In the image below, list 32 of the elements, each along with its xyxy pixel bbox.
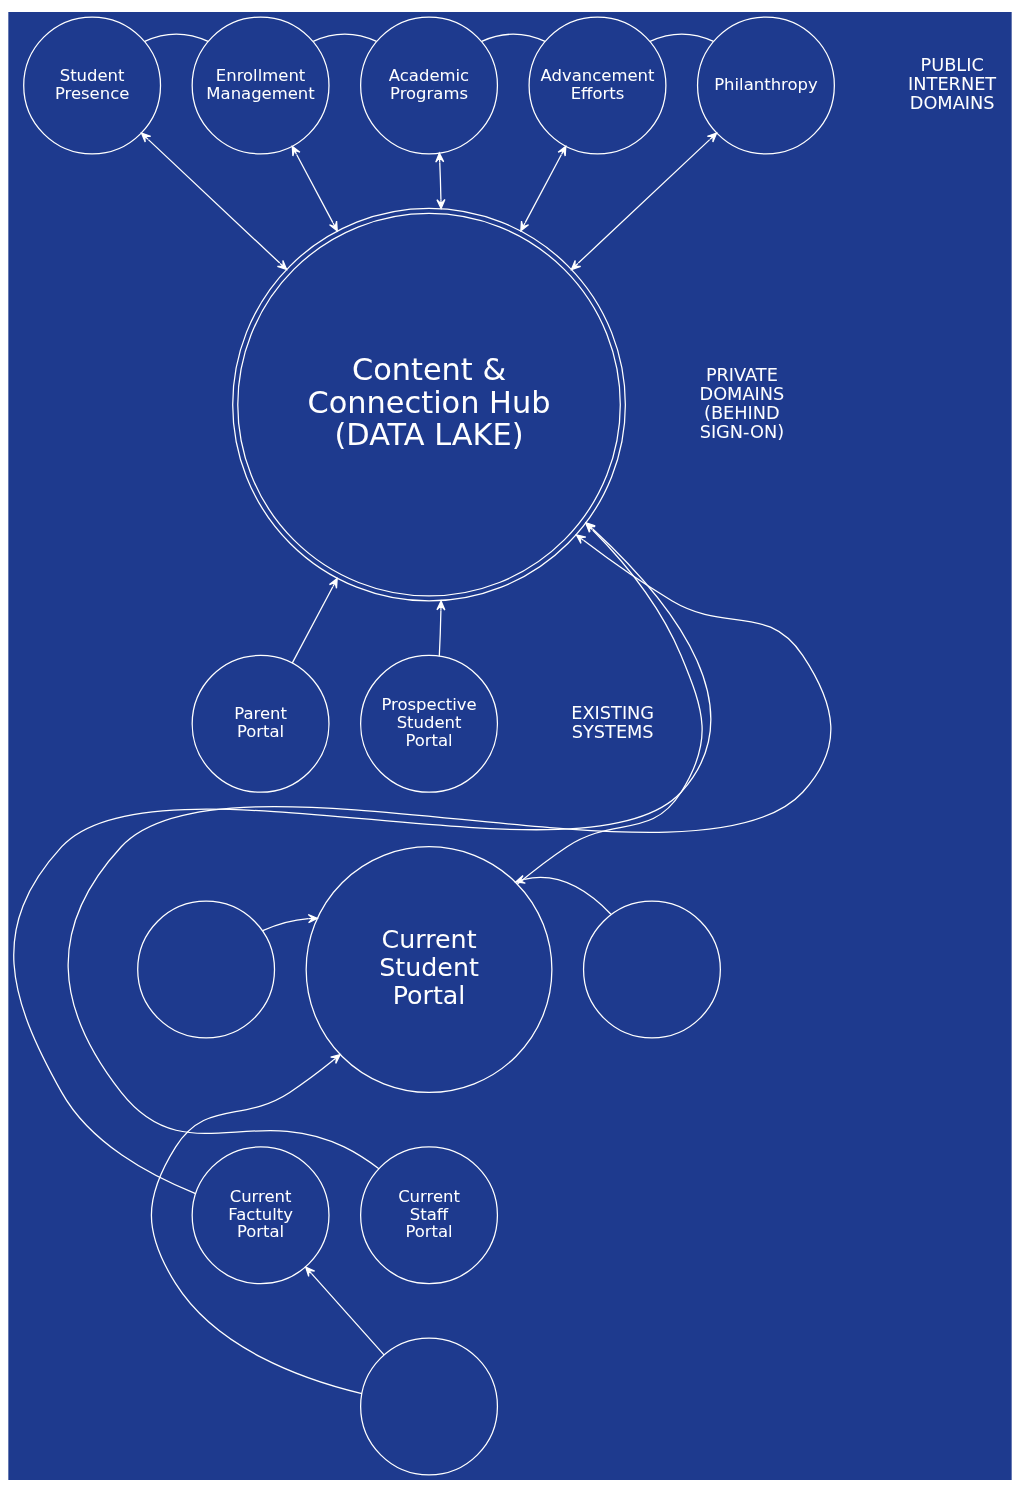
connector bbox=[481, 33, 546, 43]
node-circle: Content & Connection Hub (DATA LAKE) bbox=[232, 207, 626, 602]
arrow bbox=[515, 874, 612, 915]
label: PRIVATE DOMAINS (BEHIND SIGN-ON) bbox=[699, 364, 785, 442]
node-circle bbox=[137, 900, 276, 1039]
arrow bbox=[435, 152, 446, 210]
label: PUBLIC INTERNET DOMAINS bbox=[908, 55, 997, 114]
arrow bbox=[140, 132, 288, 271]
node-circle: Current Factulty Portal bbox=[191, 1146, 330, 1285]
node-circle: Philanthropy bbox=[696, 16, 835, 155]
arrow bbox=[520, 145, 567, 232]
connector bbox=[649, 33, 715, 43]
label: EXISTING SYSTEMS bbox=[571, 703, 655, 743]
connector bbox=[312, 33, 378, 43]
arrow bbox=[67, 534, 832, 1170]
node-circle: Current Staff Portal bbox=[360, 1146, 499, 1285]
node-circle: Academic Programs bbox=[360, 16, 499, 155]
node-circle: Student Presence bbox=[23, 16, 162, 155]
connector bbox=[144, 33, 209, 43]
arrow bbox=[150, 1054, 363, 1395]
arrow bbox=[516, 522, 703, 885]
node-circle bbox=[582, 900, 721, 1039]
node-circle: Parent Portal bbox=[191, 654, 330, 793]
node-circle bbox=[360, 1337, 499, 1476]
arrow bbox=[570, 132, 718, 271]
node-circle: Prospective Student Portal bbox=[360, 654, 499, 793]
arrow bbox=[291, 577, 338, 664]
arrow bbox=[262, 914, 318, 932]
arrow bbox=[436, 600, 446, 657]
arrow bbox=[291, 145, 338, 232]
arrow bbox=[305, 1266, 385, 1356]
arrow bbox=[13, 522, 712, 1195]
